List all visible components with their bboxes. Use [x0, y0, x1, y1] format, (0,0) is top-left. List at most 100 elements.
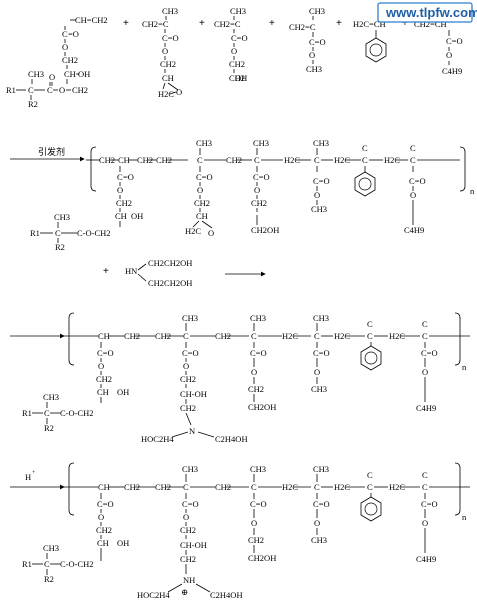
ba-carbonyl: C=O	[421, 348, 438, 358]
side-o: O	[98, 361, 104, 371]
plus-3: +	[269, 18, 275, 29]
hema-o: O	[251, 518, 257, 528]
cap-ester: C-O-CH2	[77, 228, 111, 238]
cap-methyl: CH3	[43, 543, 59, 553]
backbone-ch2-d: CH2	[226, 155, 242, 165]
backbone-h2c-b: H2C	[334, 331, 350, 341]
cap-c: C	[55, 228, 61, 238]
vinylidene: CH2=C	[214, 19, 241, 29]
ch2-b: CH2	[229, 73, 245, 83]
side-c: C	[117, 172, 123, 182]
mma-ch3: CH3	[311, 384, 327, 394]
repeat-n: n	[462, 512, 467, 522]
side-carbonyl: C=O	[97, 348, 114, 358]
backbone-h2c: H2C	[282, 482, 298, 492]
epoxide-ch2: H2C	[158, 89, 174, 99]
backbone-ch2-b: CH2	[155, 331, 171, 341]
styrene-h: C	[367, 319, 373, 329]
r2: R2	[28, 99, 38, 109]
carbonyl-c: C	[62, 29, 68, 39]
hema-c: C	[251, 482, 257, 492]
ba-o: O	[410, 190, 416, 200]
plus-1: +	[123, 18, 129, 29]
gma-epoxide-ch: CH	[196, 211, 208, 221]
ester-c: C	[47, 85, 53, 95]
ester-methyl: CH3	[306, 64, 322, 74]
plus-5: +	[402, 18, 408, 29]
side-eq-o: =O	[123, 172, 134, 182]
backbone-ch2-b: CH2	[137, 155, 153, 165]
cap-r1: R1	[22, 408, 32, 418]
amine-nh: NH	[183, 575, 195, 585]
acid-arrow: H +	[10, 470, 65, 490]
side-oh: OH	[117, 538, 129, 548]
hema-ch2oh: CH2OH	[248, 402, 276, 412]
gma-o: O	[197, 185, 203, 195]
ba-c: C	[422, 331, 428, 341]
gma-o: O	[183, 512, 189, 522]
ba-o: O	[422, 518, 428, 528]
side-o: O	[98, 512, 104, 522]
cap-c: C	[44, 559, 50, 569]
cap-ester: C-O-CH2	[60, 408, 94, 418]
side-carbonyl: C=O	[97, 499, 114, 509]
gma-carbonyl: C=O	[182, 499, 199, 509]
backbone-h2c: H2C	[282, 331, 298, 341]
hema-ch2oh: CH2OH	[251, 225, 279, 235]
gma-epoxide-o: O	[208, 228, 214, 238]
benzene-ring	[354, 171, 376, 197]
cap-c: C	[44, 408, 50, 418]
cap-r2: R2	[55, 242, 65, 252]
hema-ch2: CH2	[248, 384, 264, 394]
ba-c4h9: C4H9	[404, 225, 424, 235]
initiator-label: 引发剂	[38, 146, 65, 158]
gma-methyl: CH3	[196, 138, 212, 148]
mma-c: C	[314, 331, 320, 341]
cap-methyl: CH3	[43, 392, 59, 402]
ba-c: C	[410, 155, 416, 165]
backbone-ch2: CH2	[124, 482, 140, 492]
carbonyl: C=O	[231, 33, 248, 43]
diethanolamine-reagent: + HN CH2CH2OH CH2CH2OH	[103, 258, 266, 288]
epoxide-ch: CH	[162, 73, 174, 83]
r1: R1	[6, 85, 16, 95]
backbone-h2c: H2C	[284, 155, 300, 165]
styrene-c: C	[367, 482, 373, 492]
mma-carbonyl: C=O	[313, 348, 330, 358]
benzene-ring	[360, 345, 382, 371]
amine-charge: ⊕	[181, 587, 188, 597]
ba-carbonyl: C=O	[409, 176, 426, 186]
methyl: CH3	[28, 69, 44, 79]
hema-o: O	[251, 367, 257, 377]
methyl: CH3	[230, 6, 246, 16]
monomer-styrene: H2C=CH	[353, 19, 387, 63]
mma-c: C	[314, 155, 320, 165]
gma-c: C	[183, 482, 189, 492]
amine-right: C2H4OH	[210, 590, 243, 600]
mma-o: O	[314, 518, 320, 528]
vinyl: H2C=CH	[353, 19, 386, 29]
ester-o: O	[231, 46, 237, 56]
vinylidene: CH2=C	[289, 22, 316, 32]
hydroxyl: OH	[235, 73, 247, 83]
gma-ch2: CH2	[194, 198, 210, 208]
epoxide-o: O	[176, 87, 182, 97]
hema-methyl: CH3	[250, 464, 266, 474]
styrene-h: C	[362, 143, 368, 153]
hema-ch2oh: CH2OH	[248, 553, 276, 563]
hydroxyl: OH	[78, 69, 90, 79]
mma-carbonyl: C=O	[313, 176, 330, 186]
backbone-ch2: CH2	[124, 331, 140, 341]
cap-ester: C-O-CH2	[60, 559, 94, 569]
vinyl-group: CH=CH2	[75, 15, 108, 25]
hema-c: C	[254, 155, 260, 165]
gma-c: C	[183, 331, 189, 341]
backbone-ch2-c: CH2	[215, 482, 231, 492]
gma-ch2-b: CH2	[180, 554, 196, 564]
cap-r1: R1	[22, 559, 32, 569]
benzene-ring	[365, 37, 387, 63]
backbone-ch2-c: CH2	[215, 331, 231, 341]
mma-carbonyl: C=O	[313, 499, 330, 509]
monomer-hydroxyethyl-methacrylate: CH3 CH2=C C=O O CH2 CH2 OH	[214, 6, 248, 83]
watermark: www.tlpfw.com	[377, 2, 477, 23]
